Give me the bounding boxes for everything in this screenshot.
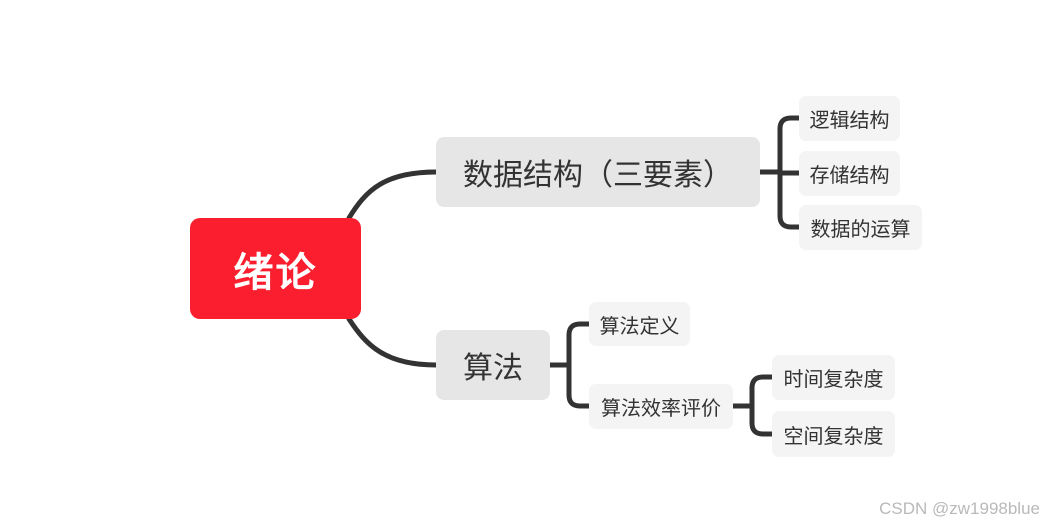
subtopic-space-complexity[interactable]: 空间复杂度 (772, 411, 895, 457)
subtopic-algorithm-efficiency[interactable]: 算法效率评价 (589, 384, 733, 429)
connector-algorithm-to-children (547, 321, 592, 409)
subtopic-time-complexity[interactable]: 时间复杂度 (772, 355, 895, 400)
connector-root-to-data-structure (346, 169, 439, 221)
connector-data-structure-to-children (757, 115, 802, 230)
connector-efficiency-to-children (730, 374, 775, 437)
subtopic-storage-structure[interactable]: 存储结构 (799, 151, 900, 196)
subtopic-data-operations[interactable]: 数据的运算 (799, 205, 922, 250)
root-topic-node[interactable]: 绪论 (190, 218, 361, 319)
topic-algorithm[interactable]: 算法 (436, 330, 550, 400)
csdn-watermark: CSDN @zw1998blue (879, 499, 1040, 518)
subtopic-algorithm-definition[interactable]: 算法定义 (589, 302, 690, 346)
connector-root-to-algorithm (346, 316, 439, 368)
subtopic-logical-structure[interactable]: 逻辑结构 (799, 96, 900, 141)
topic-data-structure[interactable]: 数据结构（三要素） (436, 137, 760, 207)
